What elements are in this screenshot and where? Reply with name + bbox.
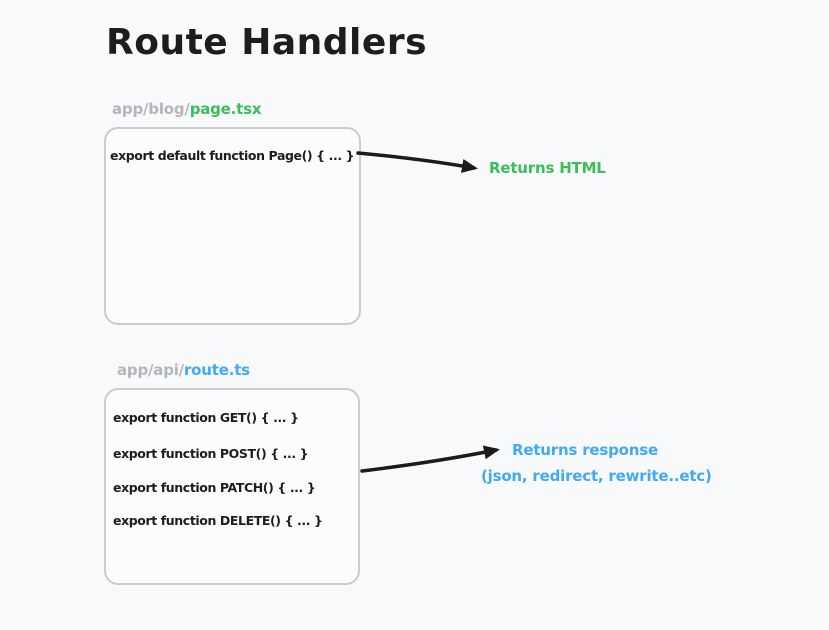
returns-html-annotation: Returns HTML [489,159,606,177]
api-path-prefix: app/api/ [117,361,184,379]
api-code-line-post: export function POST() { ... } [113,446,309,461]
page-file-path-label: app/blog/page.tsx [112,100,262,118]
page-file-name: page.tsx [189,100,262,118]
returns-response-annotation-line2: (json, redirect, rewrite..etc) [481,467,712,485]
arrow-returns-html [356,151,478,173]
api-file-path-label: app/api/route.ts [117,361,250,379]
api-code-box [104,388,360,585]
api-code-line-patch: export function PATCH() { ... } [113,480,316,495]
api-code-line-get: export function GET() { ... } [113,410,299,425]
page-path-prefix: app/blog/ [112,100,190,118]
page-title: Route Handlers [106,22,427,63]
page-code-box [104,127,361,325]
page-code-line: export default function Page() { ... } [110,148,355,163]
api-file-name: route.ts [183,361,250,379]
arrow-returns-response [360,445,500,473]
api-code-line-delete: export function DELETE() { ... } [113,513,323,528]
returns-response-annotation-line1: Returns response [512,441,658,459]
